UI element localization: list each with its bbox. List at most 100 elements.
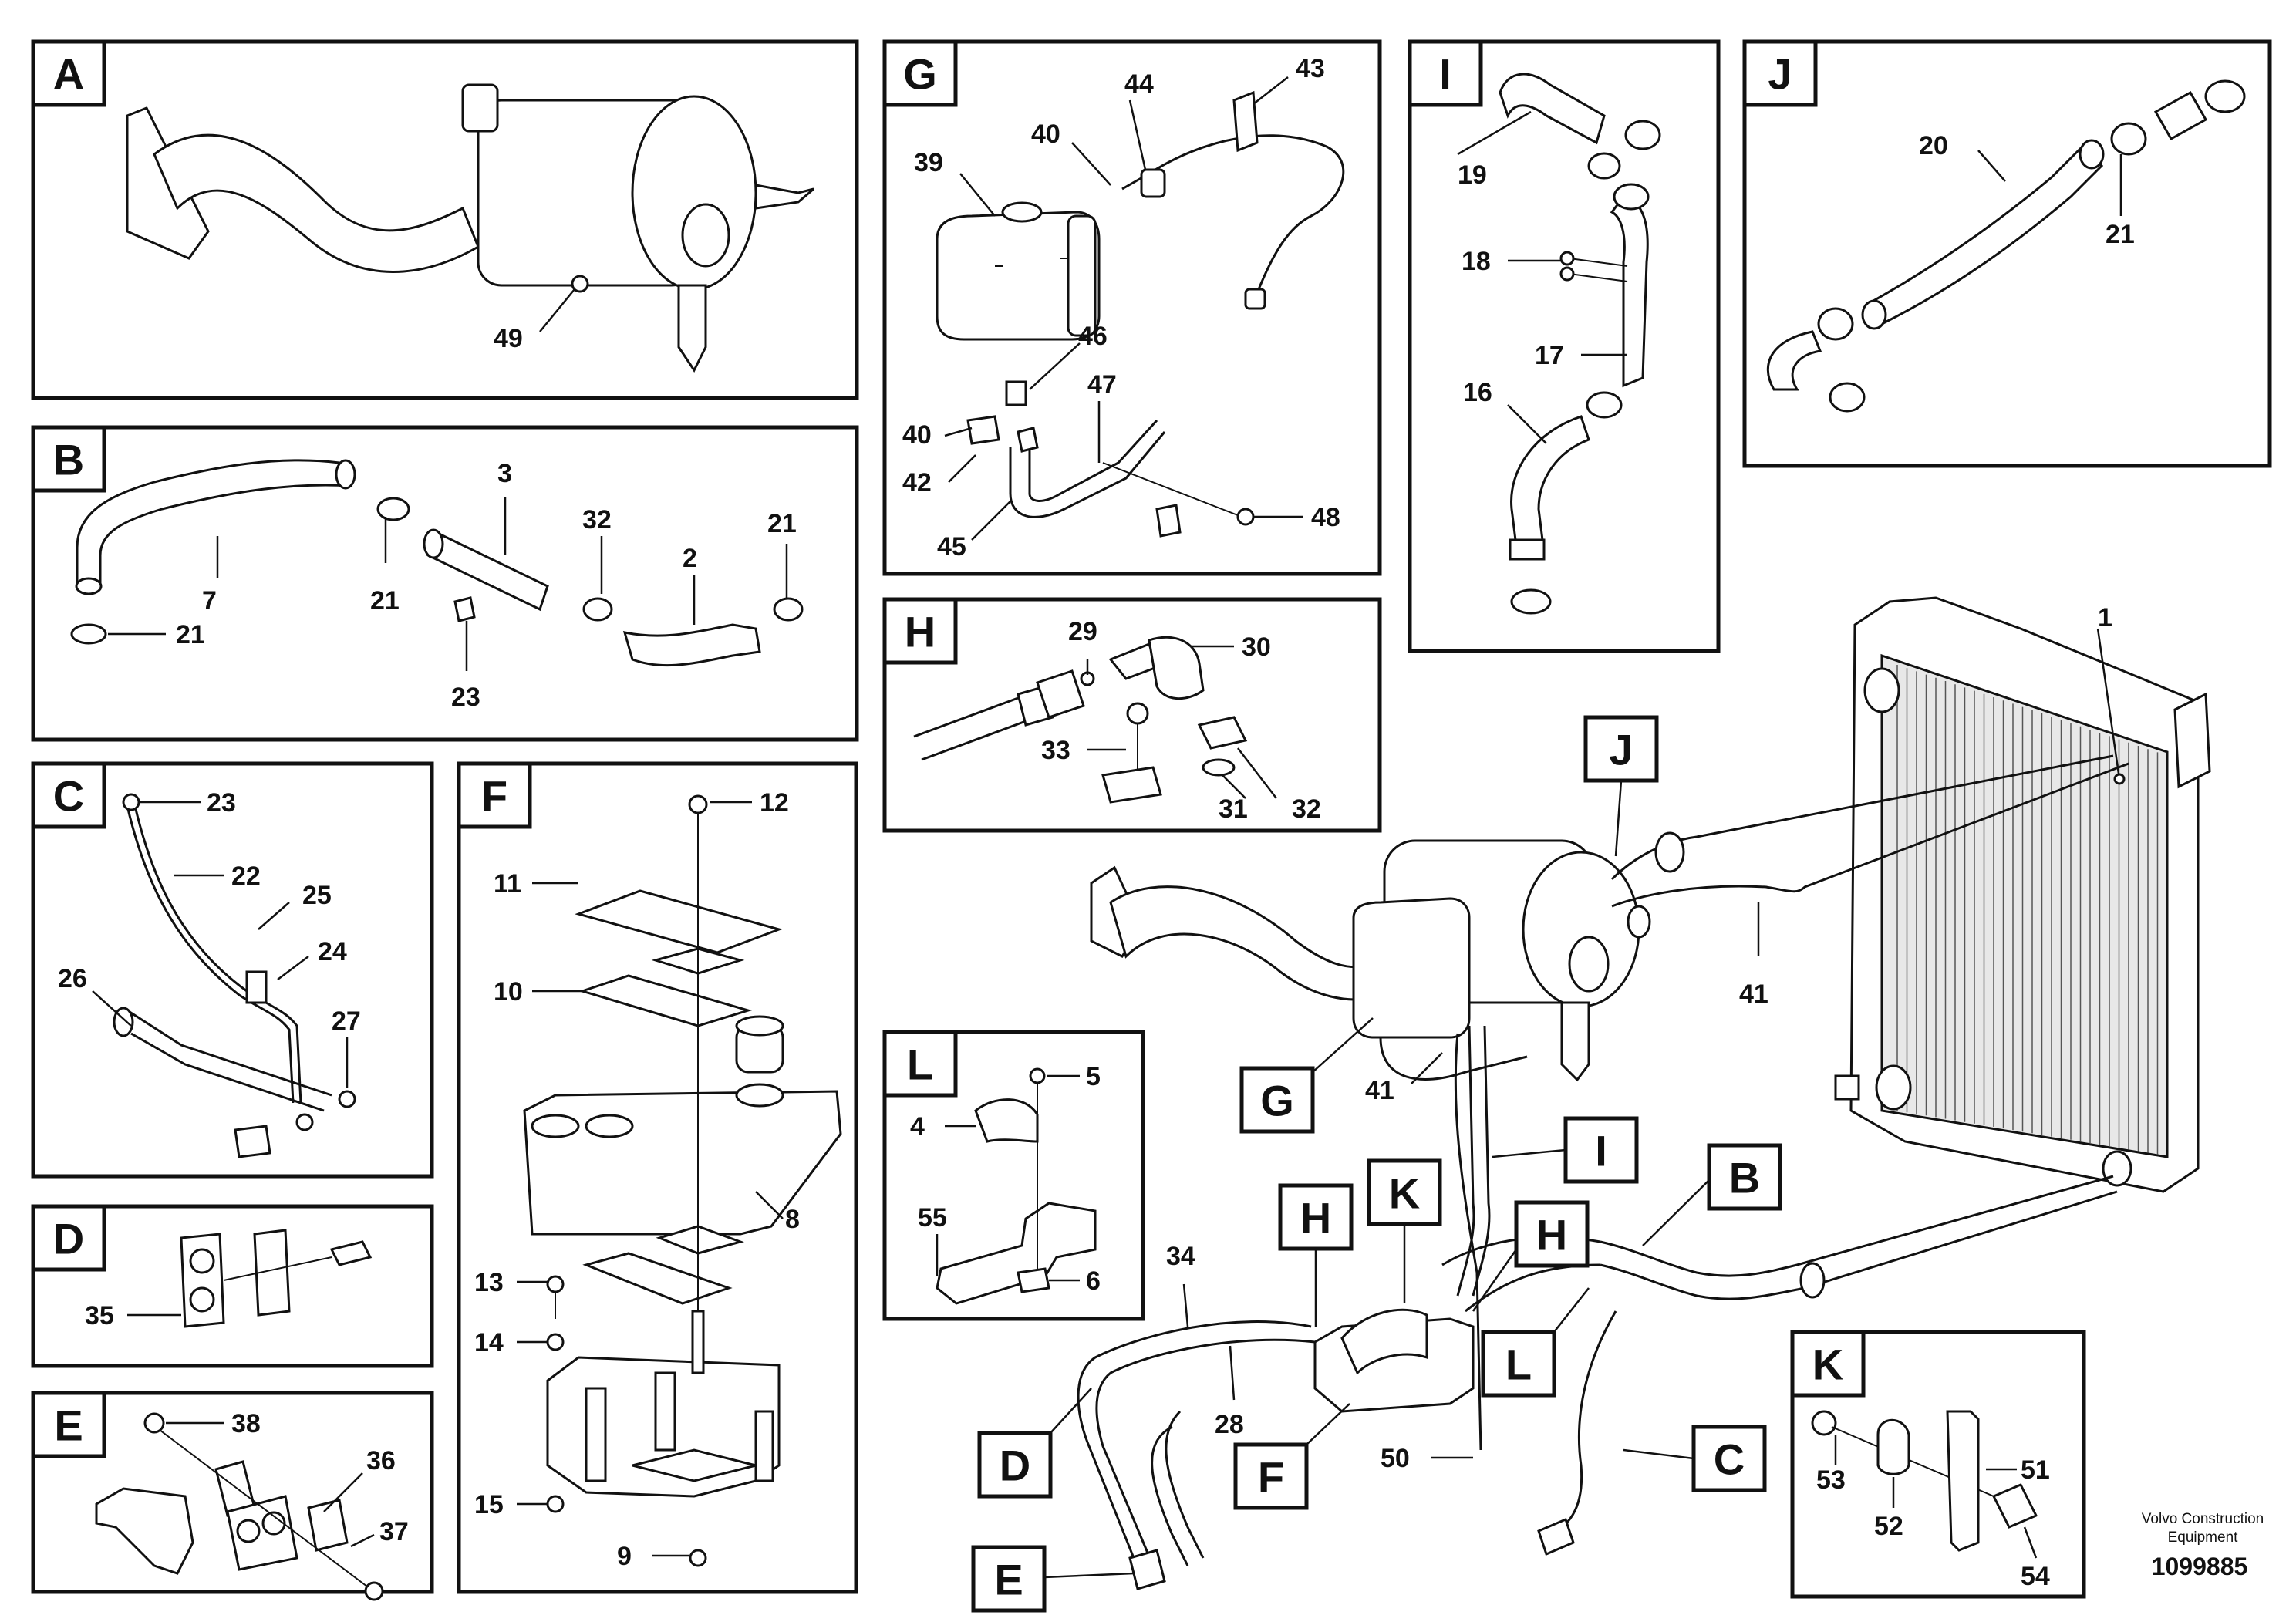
label-i-16: 16 bbox=[1463, 378, 1492, 407]
label-f-9: 9 bbox=[617, 1542, 632, 1571]
label-c-22: 22 bbox=[231, 862, 261, 891]
label-i-18: 18 bbox=[1462, 247, 1491, 276]
panel-a-letter: A bbox=[53, 50, 84, 99]
label-g-45: 45 bbox=[937, 532, 966, 561]
label-g-46: 46 bbox=[1078, 322, 1108, 351]
label-f-11: 11 bbox=[494, 869, 521, 899]
panel-h: H 29 30 33 31 32 bbox=[882, 597, 1382, 833]
panel-b: B 7 21 3 32 2 21 21 23 bbox=[31, 425, 859, 742]
svg-text:C: C bbox=[1714, 1435, 1745, 1484]
overview-callout-g: G bbox=[1239, 1017, 1374, 1134]
svg-text:J: J bbox=[1609, 726, 1633, 774]
overview-callout-h-right: H bbox=[1472, 1200, 1590, 1312]
label-k-54: 54 bbox=[2021, 1562, 2050, 1591]
label-g-40-top: 40 bbox=[1031, 120, 1060, 149]
label-g-48: 48 bbox=[1311, 503, 1340, 532]
overview-callout-f: F bbox=[1233, 1403, 1350, 1510]
svg-text:L: L bbox=[1505, 1340, 1532, 1389]
overview-callout-e: E bbox=[971, 1545, 1135, 1613]
panel-e: E 38 36 37 bbox=[31, 1391, 434, 1601]
label-overview-1: 1 bbox=[2098, 603, 2112, 632]
svg-text:I: I bbox=[1595, 1127, 1607, 1175]
label-e-36: 36 bbox=[366, 1446, 396, 1475]
label-i-17: 17 bbox=[1535, 341, 1564, 370]
panel-h-letter: H bbox=[905, 608, 936, 656]
svg-text:G: G bbox=[1260, 1077, 1294, 1125]
panel-k-letter: K bbox=[1812, 1340, 1843, 1389]
label-c-26: 26 bbox=[58, 964, 87, 993]
svg-text:E: E bbox=[994, 1556, 1023, 1604]
label-g-39: 39 bbox=[914, 148, 943, 177]
label-f-13: 13 bbox=[474, 1268, 504, 1297]
overview-assembly: J G I B H K H bbox=[971, 596, 2211, 1613]
label-e-37: 37 bbox=[379, 1517, 409, 1546]
label-h-33: 33 bbox=[1041, 736, 1070, 765]
overview-callout-b: B bbox=[1642, 1143, 1782, 1246]
overview-callout-k: K bbox=[1367, 1158, 1442, 1303]
label-b-32: 32 bbox=[582, 505, 612, 534]
label-h-31: 31 bbox=[1219, 794, 1248, 824]
panel-e-letter: E bbox=[54, 1401, 83, 1450]
label-f-8: 8 bbox=[785, 1205, 800, 1234]
panel-d-letter: D bbox=[53, 1215, 84, 1263]
label-b-2: 2 bbox=[683, 544, 697, 573]
label-g-42: 42 bbox=[902, 468, 932, 497]
label-k-53: 53 bbox=[1816, 1465, 1846, 1495]
svg-text:H: H bbox=[1300, 1194, 1331, 1243]
label-l-55: 55 bbox=[918, 1203, 947, 1233]
label-c-24: 24 bbox=[318, 937, 347, 966]
panel-g: G 44 43 40 39 46 47 40 42 45 bbox=[882, 39, 1382, 576]
panel-a: A 49 bbox=[31, 39, 859, 400]
label-b-21-right: 21 bbox=[767, 509, 797, 538]
label-b-3: 3 bbox=[497, 459, 512, 488]
label-overview-41-left: 41 bbox=[1365, 1076, 1394, 1105]
svg-text:D: D bbox=[1000, 1442, 1030, 1490]
overview-callout-h-left: H bbox=[1278, 1183, 1354, 1327]
label-overview-50: 50 bbox=[1381, 1444, 1410, 1473]
label-f-12: 12 bbox=[760, 788, 789, 818]
label-g-43: 43 bbox=[1296, 54, 1325, 83]
panel-f: F 12 11 10 bbox=[457, 761, 858, 1594]
label-c-25: 25 bbox=[302, 881, 332, 910]
label-h-30: 30 bbox=[1242, 632, 1271, 662]
panel-b-letter: B bbox=[53, 436, 84, 484]
label-l-5: 5 bbox=[1086, 1062, 1101, 1091]
label-b-21-left: 21 bbox=[176, 620, 205, 649]
label-b-21-mid: 21 bbox=[370, 586, 400, 615]
overview-callout-i: I bbox=[1492, 1116, 1639, 1184]
label-overview-41-right: 41 bbox=[1739, 980, 1768, 1009]
brand-line-1: Volvo Construction bbox=[2142, 1511, 2264, 1527]
label-b-23: 23 bbox=[451, 683, 480, 712]
label-e-38: 38 bbox=[231, 1409, 261, 1438]
radiator bbox=[1834, 596, 2211, 1193]
label-g-47: 47 bbox=[1087, 370, 1117, 400]
label-overview-28: 28 bbox=[1215, 1410, 1244, 1439]
label-g-40-bottom: 40 bbox=[902, 420, 932, 450]
panel-j: J 20 21 bbox=[1742, 39, 2272, 468]
panel-l-letter: L bbox=[907, 1040, 933, 1089]
label-f-10: 10 bbox=[494, 977, 523, 1007]
label-d-35: 35 bbox=[85, 1301, 114, 1330]
overview-callout-c: C bbox=[1623, 1425, 1767, 1492]
label-k-51: 51 bbox=[2021, 1455, 2050, 1485]
svg-text:F: F bbox=[1258, 1453, 1284, 1502]
panel-d: D 35 bbox=[31, 1204, 434, 1368]
label-overview-34: 34 bbox=[1166, 1242, 1195, 1271]
label-c-27: 27 bbox=[332, 1007, 361, 1036]
panel-i-letter: I bbox=[1439, 50, 1451, 99]
label-c-23: 23 bbox=[207, 788, 236, 818]
label-h-29: 29 bbox=[1068, 617, 1097, 646]
label-b-7: 7 bbox=[202, 586, 217, 615]
overview-callout-d: D bbox=[977, 1388, 1092, 1499]
radiator-fins bbox=[1896, 665, 2159, 1155]
panel-g-letter: G bbox=[903, 50, 937, 99]
panel-i: I 19 18 17 16 bbox=[1408, 39, 1721, 653]
brand-line-2: Equipment bbox=[2168, 1529, 2239, 1546]
svg-text:K: K bbox=[1389, 1169, 1420, 1218]
label-l-6: 6 bbox=[1086, 1266, 1101, 1296]
label-j-20: 20 bbox=[1919, 131, 1948, 160]
overview-callout-l: L bbox=[1481, 1287, 1590, 1398]
overview-callout-j: J bbox=[1583, 715, 1659, 857]
panel-k: K 51 53 52 54 bbox=[1790, 1330, 2086, 1599]
